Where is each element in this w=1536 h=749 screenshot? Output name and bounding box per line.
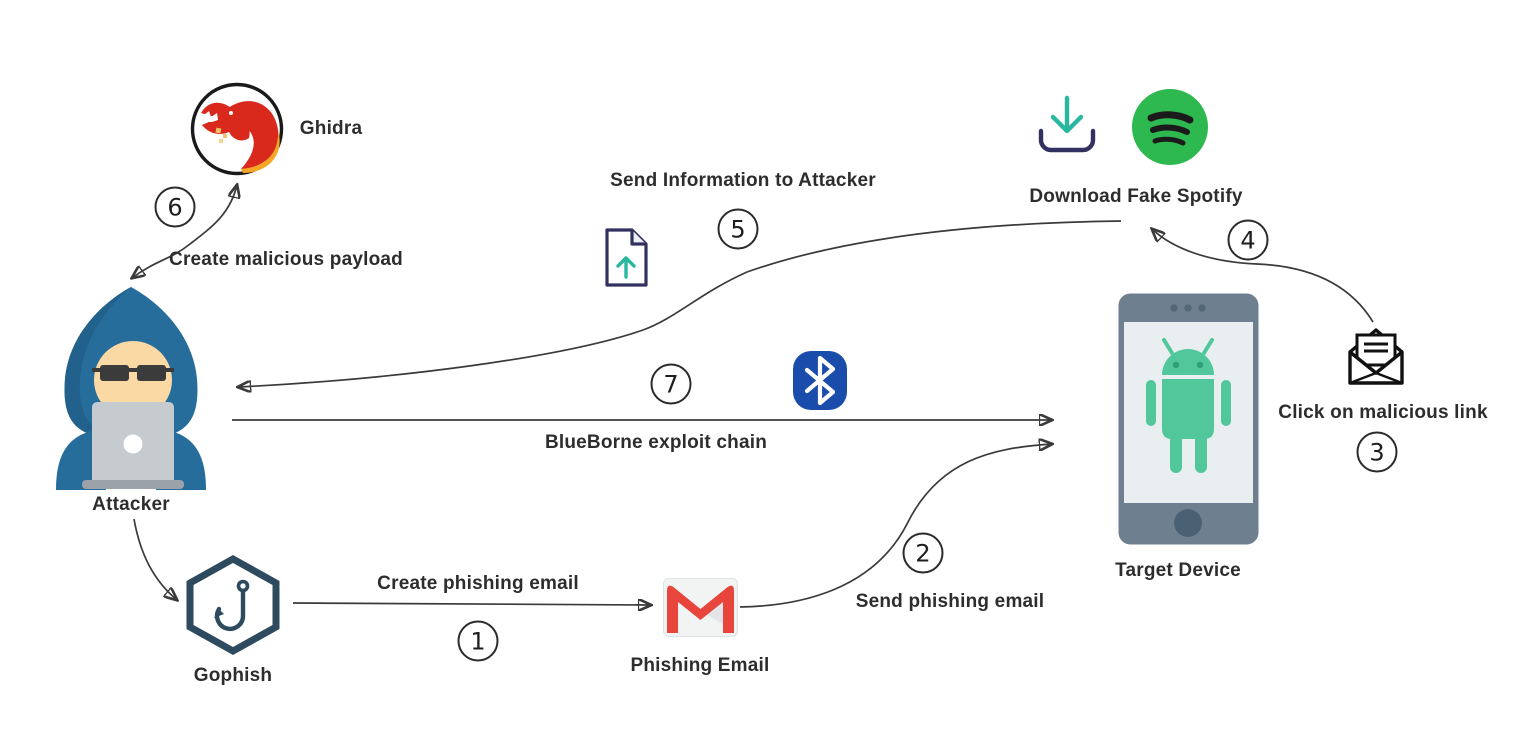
step-6-badge: 6	[154, 186, 196, 228]
download-icon	[1036, 94, 1099, 158]
step-6-label: Create malicious payload	[169, 249, 403, 270]
spotify-icon	[1131, 88, 1209, 166]
fake-spotify-label: Download Fake Spotify	[1029, 186, 1243, 207]
envelope-front	[1348, 350, 1404, 385]
gophish-label: Gophish	[193, 665, 273, 686]
dragon-belly	[241, 130, 280, 173]
arrow-step5-target-attacker	[238, 220, 1122, 387]
step-1-label: Create phishing email	[377, 573, 579, 594]
target-device-icon	[1118, 293, 1259, 545]
step-3-label: Click on malicious link	[1278, 402, 1488, 423]
phishing-email-label: Phishing Email	[630, 655, 770, 676]
arrow-step2-gmail-target	[739, 444, 1052, 608]
hood-shadow	[64, 287, 131, 437]
laptop-base	[82, 480, 184, 489]
sunglasses-left	[100, 365, 129, 381]
step-5-number: 5	[730, 215, 746, 243]
step-2-number: 2	[915, 539, 931, 567]
target-device-label: Target Device	[1115, 560, 1241, 581]
upload-document-icon	[604, 227, 649, 288]
bluetooth-icon	[793, 351, 847, 410]
arrow-step6-attacker-ghidra	[132, 185, 237, 278]
gmail-icon	[663, 578, 738, 637]
step-2-badge: 2	[902, 532, 944, 574]
step-6-number: 6	[167, 193, 183, 221]
step-1-badge: 1	[457, 620, 499, 662]
ghidra-icon	[190, 82, 284, 176]
step-7-label: BlueBorne exploit chain	[544, 432, 768, 453]
malicious-link-email-icon	[1343, 321, 1409, 389]
up-arrow	[616, 256, 636, 279]
arrow-attacker-gophish	[133, 518, 177, 600]
android-robot	[1146, 338, 1231, 473]
arrow-step4-link-spotify	[1152, 229, 1374, 323]
sunglasses-right	[137, 365, 166, 381]
step-5-label: Send Information to Attacker	[610, 170, 876, 191]
gmail-m	[667, 585, 734, 633]
dragon-head	[201, 102, 250, 141]
step-3-badge: 3	[1356, 431, 1398, 473]
ghidra-label: Ghidra	[299, 118, 363, 139]
step-7-badge: 7	[650, 363, 692, 405]
step-7-number: 7	[663, 370, 679, 398]
step-2-label: Send phishing email	[855, 591, 1045, 612]
step-4-badge: 4	[1227, 219, 1269, 261]
gophish-icon	[186, 553, 280, 657]
attacker-icon	[40, 284, 222, 490]
laptop-logo	[123, 434, 143, 454]
page-fold	[630, 230, 646, 246]
down-arrow	[1050, 95, 1084, 134]
home-button	[1174, 509, 1202, 537]
face	[94, 341, 172, 419]
step-5-badge: 5	[717, 208, 759, 250]
hexagon	[186, 554, 280, 656]
attacker-label: Attacker	[92, 494, 170, 515]
step-3-number: 3	[1369, 438, 1385, 466]
arrow-step1-gophish-gmail	[292, 603, 651, 605]
dragon-teeth	[204, 111, 218, 122]
step-4-number: 4	[1240, 226, 1256, 254]
step-1-number: 1	[470, 627, 486, 655]
hook-barb	[214, 609, 224, 618]
tray	[1038, 128, 1096, 153]
